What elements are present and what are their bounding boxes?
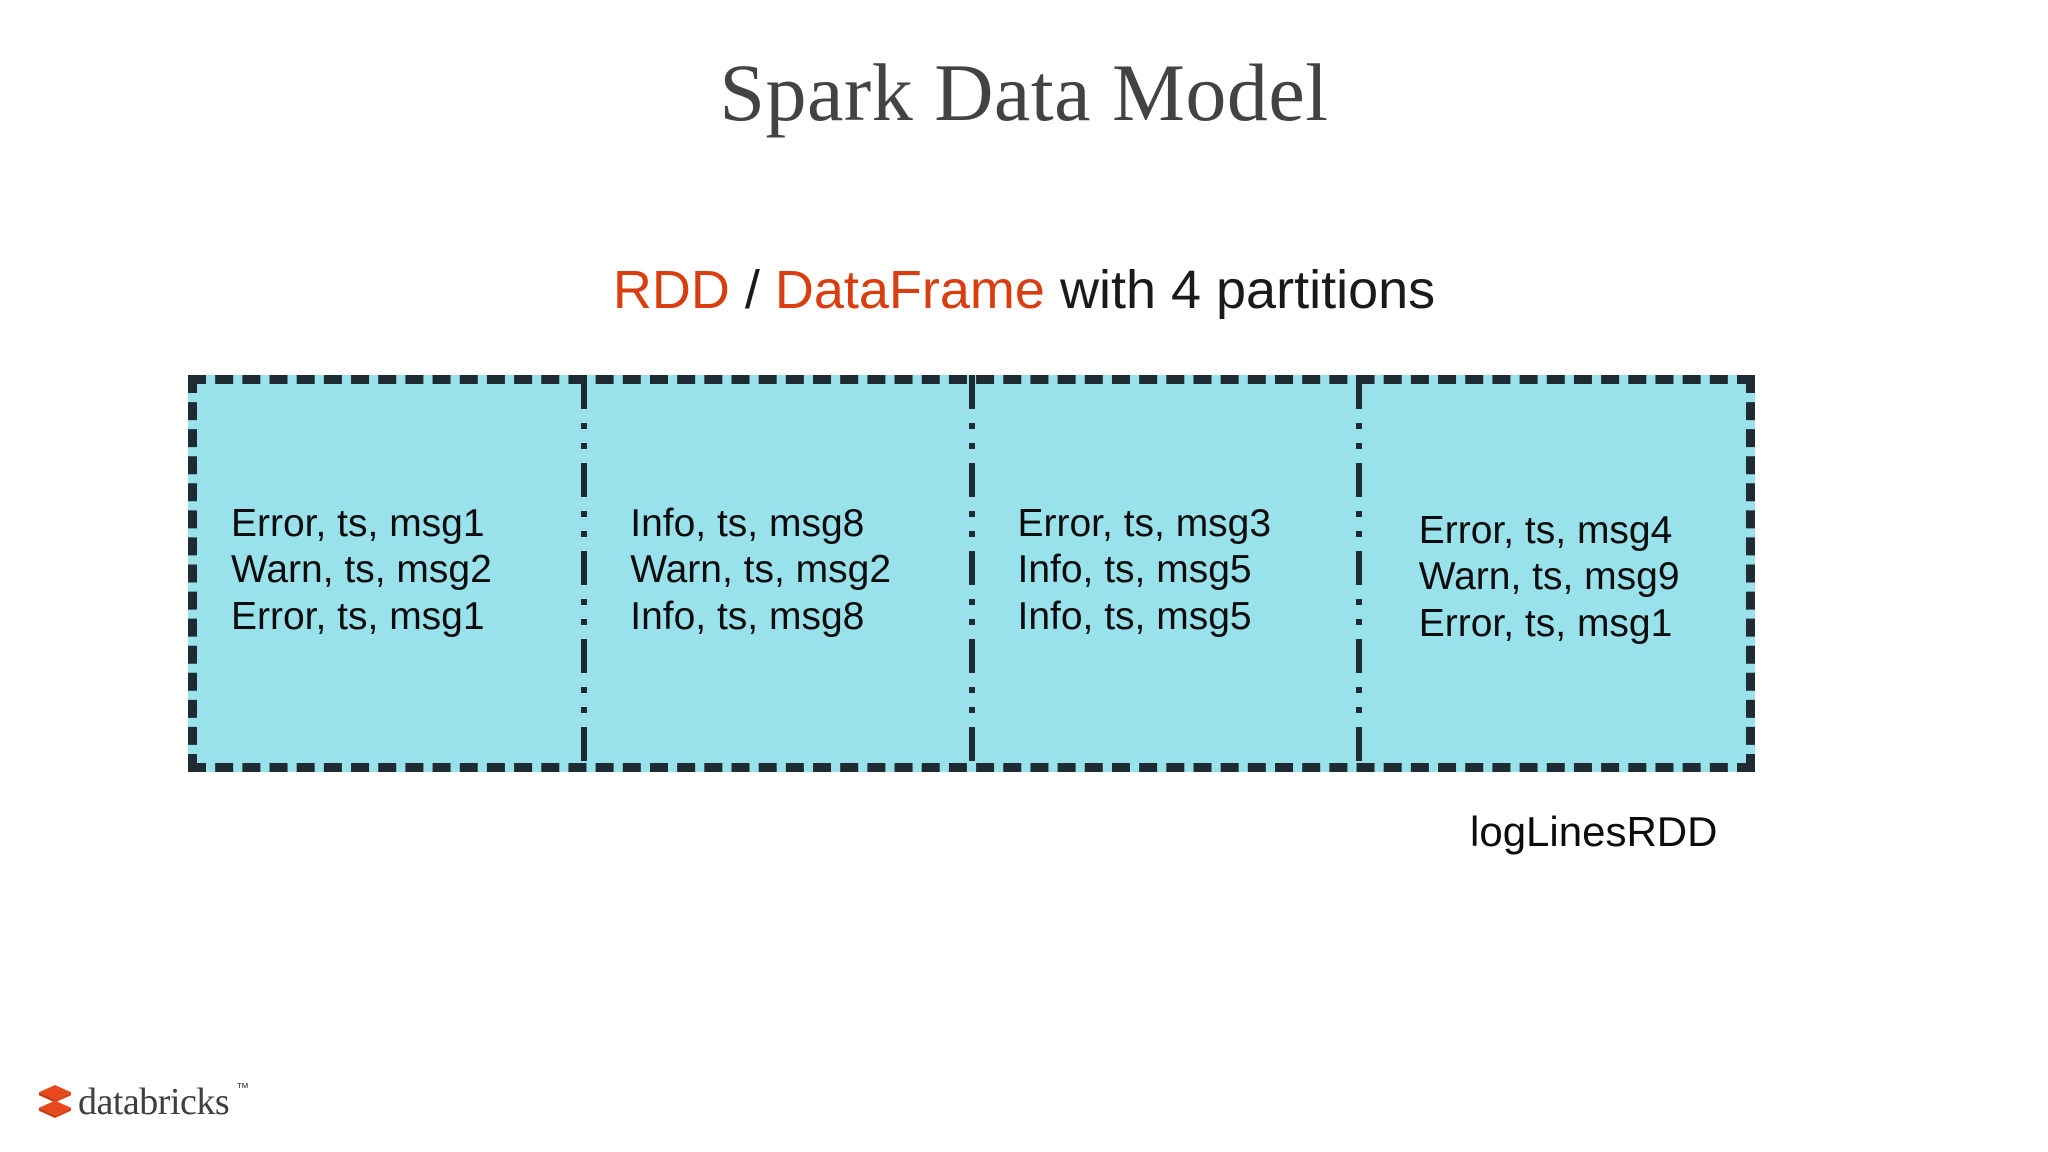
log-record: Info, ts, msg8 (630, 594, 865, 638)
log-record: Info, ts, msg5 (1017, 548, 1252, 592)
partition-2: Info, ts, msg8 Warn, ts, msg2 Info, ts, … (581, 375, 971, 772)
log-record: Warn, ts, msg9 (1418, 555, 1680, 599)
databricks-stacked-slabs-icon (38, 1083, 72, 1119)
rdd-partition-diagram: Error, ts, msg1 Warn, ts, msg2 Error, ts… (188, 375, 1755, 772)
subtitle-term-dataframe: DataFrame (774, 260, 1045, 320)
log-record: Error, ts, msg4 (1418, 509, 1673, 553)
log-record: Warn, ts, msg2 (630, 548, 892, 592)
subtitle-term-rdd: RDD (612, 260, 730, 320)
log-record: Error, ts, msg1 (1418, 601, 1673, 645)
log-record: Info, ts, msg8 (630, 502, 865, 546)
partition-1: Error, ts, msg1 Warn, ts, msg2 Error, ts… (197, 384, 584, 763)
partition-2-lines: Info, ts, msg8 Warn, ts, msg2 Info, ts, … (594, 501, 961, 639)
partition-3-lines: Error, ts, msg3 Info, ts, msg5 Info, ts,… (982, 501, 1349, 639)
log-record: Info, ts, msg5 (1017, 594, 1252, 638)
rdd-caption: logLinesRDD (1470, 808, 1718, 855)
partition-3: Error, ts, msg3 Info, ts, msg5 Info, ts,… (968, 375, 1359, 772)
slide-subtitle: RDD / DataFrame with 4 partitions (0, 262, 2048, 319)
partition-4: Error, ts, msg4 Warn, ts, msg9 Error, ts… (1355, 375, 1746, 772)
databricks-logo: databricks ™ (38, 1079, 250, 1123)
trademark-symbol: ™ (236, 1079, 250, 1095)
partition-1-lines: Error, ts, msg1 Warn, ts, msg2 Error, ts… (207, 501, 574, 639)
databricks-wordmark: databricks (78, 1081, 230, 1123)
subtitle-suffix: with 4 partitions (1044, 260, 1436, 320)
log-record: Error, ts, msg1 (231, 594, 485, 638)
log-record: Error, ts, msg1 (231, 502, 485, 546)
partition-4-lines: Error, ts, msg4 Warn, ts, msg9 Error, ts… (1369, 508, 1736, 646)
log-record: Warn, ts, msg2 (231, 548, 492, 592)
log-record: Error, ts, msg3 (1017, 502, 1272, 546)
subtitle-separator: / (729, 260, 775, 320)
page-title: Spark Data Model (719, 47, 1329, 138)
